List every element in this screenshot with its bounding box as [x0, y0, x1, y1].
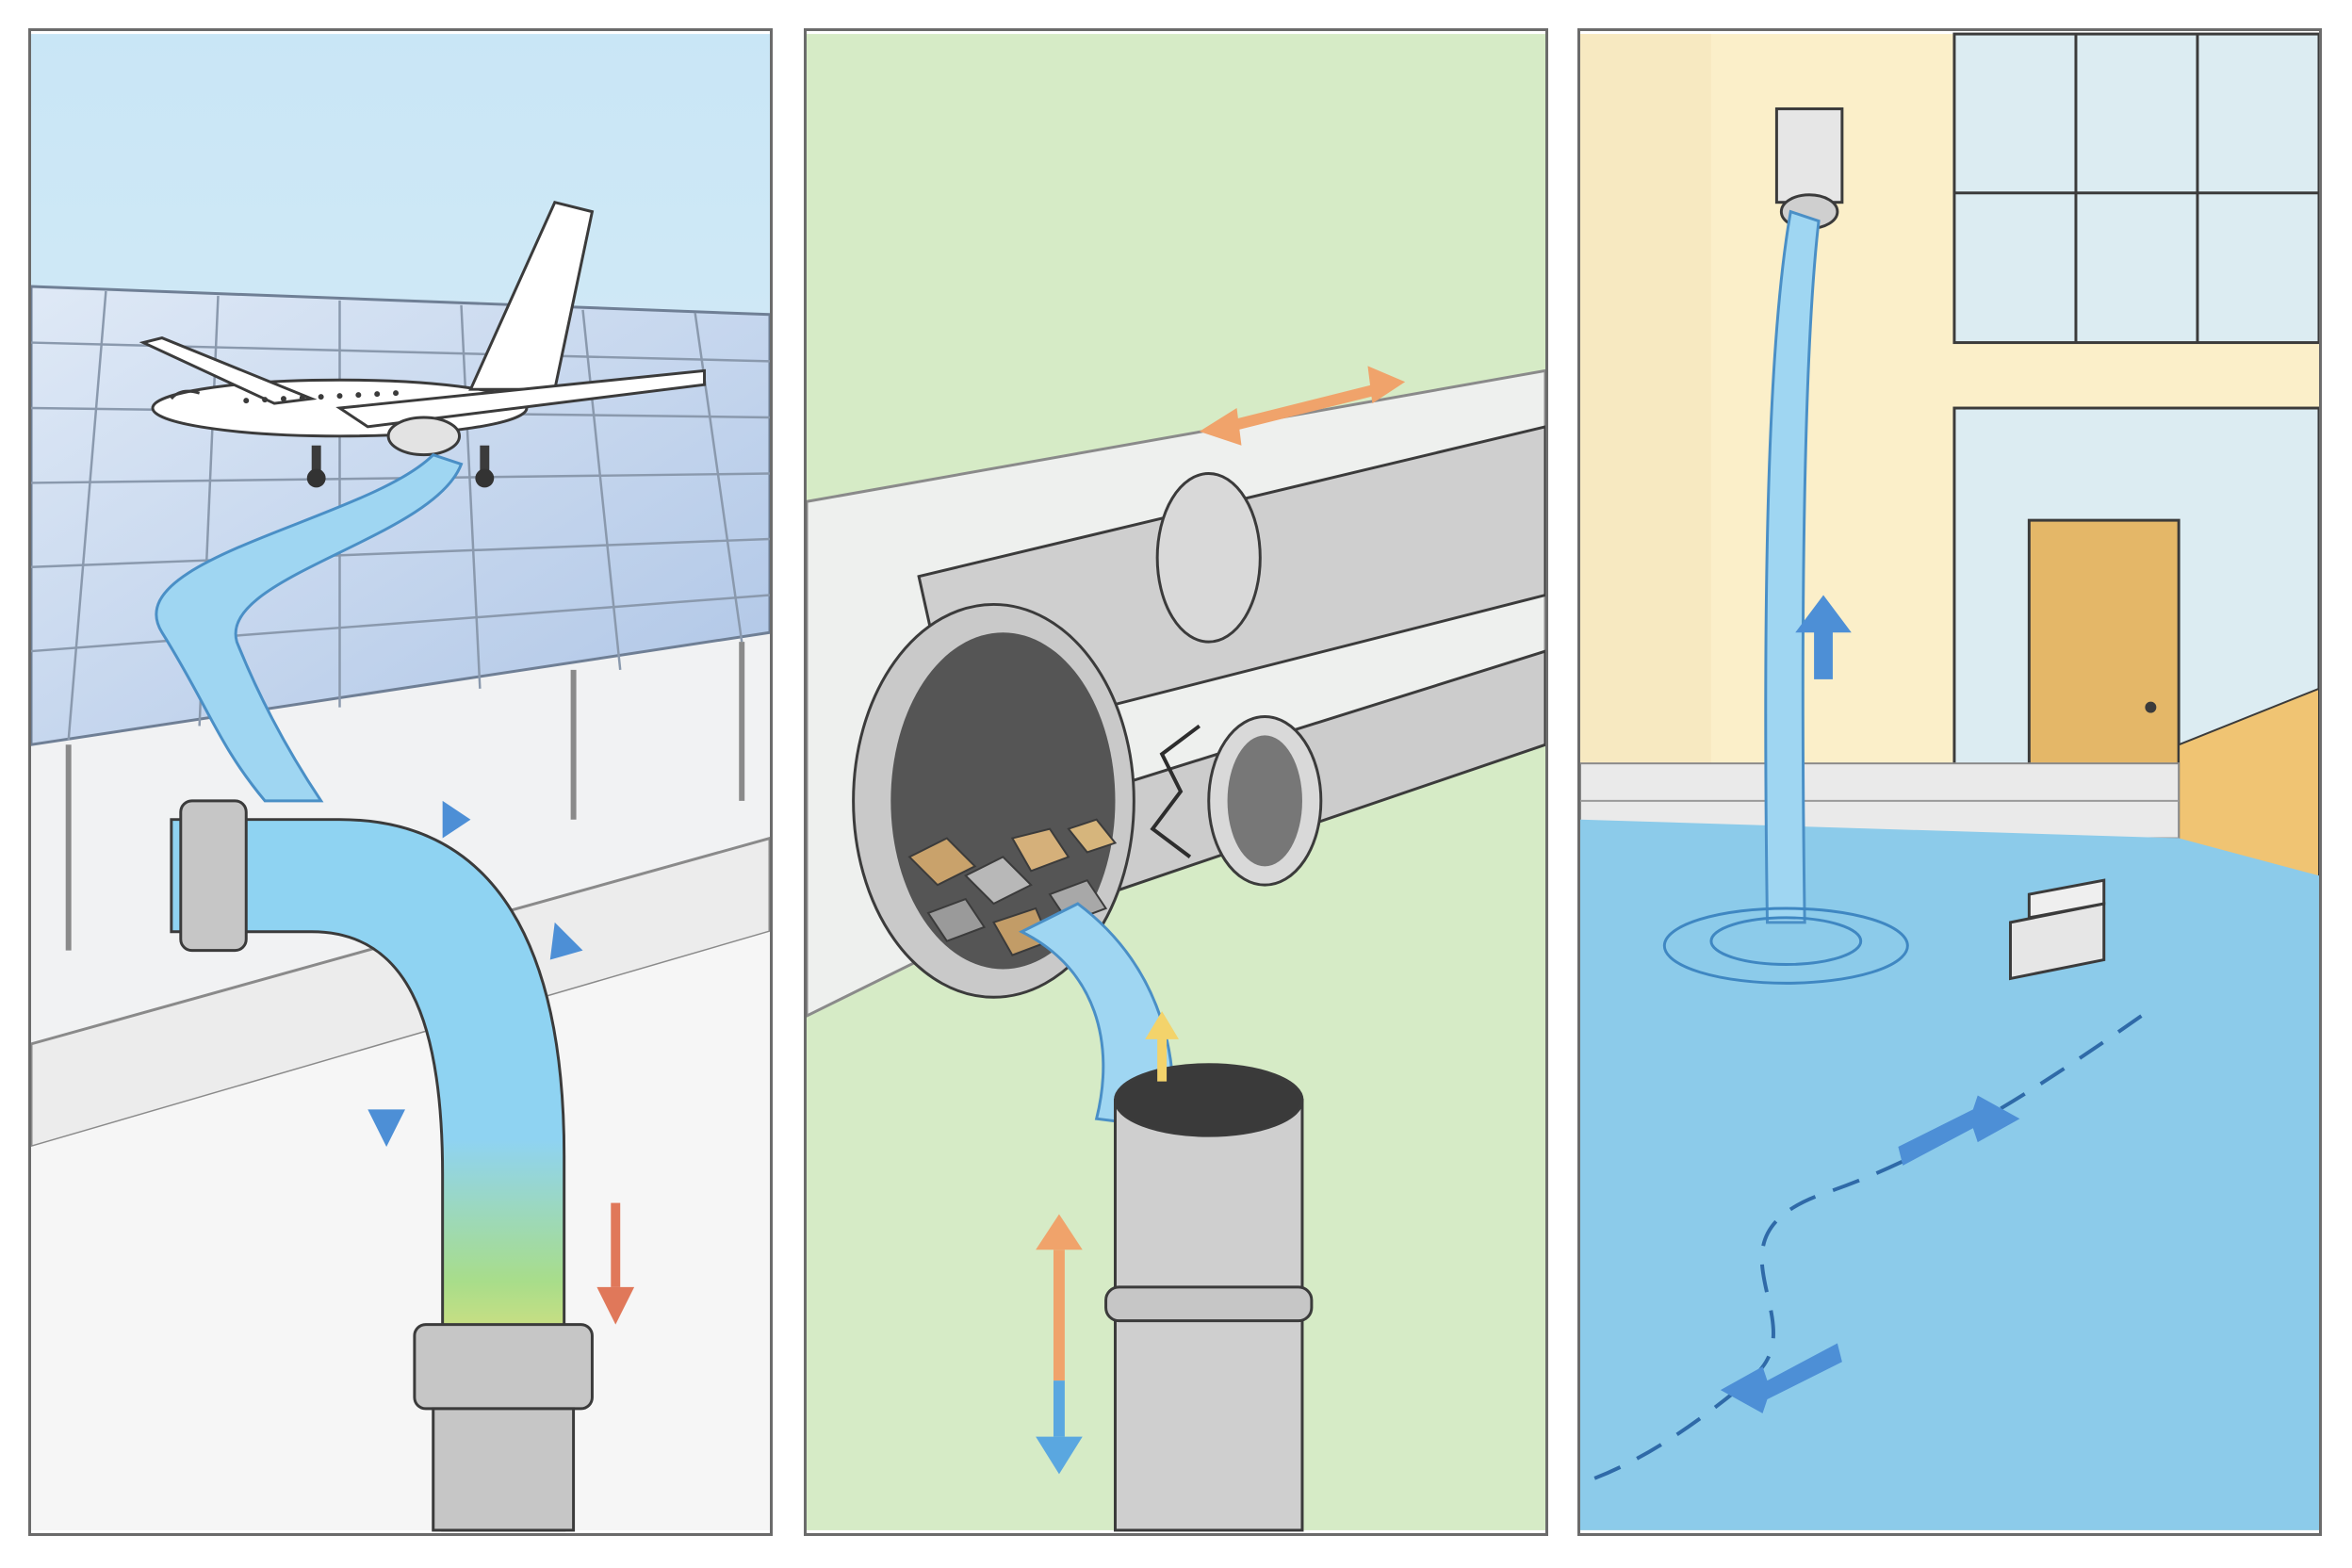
heat-arrow-icon	[596, 1202, 635, 1325]
vertical-pipe	[1104, 1063, 1314, 1532]
flow-path	[1580, 1014, 2143, 1486]
ledge	[31, 836, 770, 1149]
building-flood-panel	[1577, 28, 2322, 1536]
airport-runoff-panel	[28, 28, 773, 1536]
water-stream	[155, 452, 464, 803]
flooded-floor	[1580, 819, 2319, 1530]
building-flood-scene	[1580, 32, 2319, 1530]
flow-arrow-icon	[1720, 595, 2020, 1413]
vertical-double-arrow-icon	[1036, 1214, 1083, 1475]
left-wall	[1580, 34, 1711, 801]
broken-pipe-scene	[807, 34, 1545, 1532]
upper-windows	[1952, 32, 2319, 345]
drain-pipe	[170, 799, 594, 1532]
airport-runoff-scene	[31, 34, 770, 1532]
airplane-icon	[139, 200, 707, 488]
waterfall	[1764, 209, 1821, 924]
ripples	[1662, 906, 1909, 985]
broken-pipe-panel	[804, 28, 1548, 1536]
wall-outlet-spout	[1774, 106, 1844, 230]
deck-supports	[65, 642, 745, 951]
flow-arrow-icon	[368, 800, 583, 1148]
stairs	[2009, 878, 2106, 981]
up-arrow-icon	[1145, 1011, 1179, 1082]
runway-grid-lines	[31, 290, 770, 741]
double-arrow-icon	[1199, 366, 1406, 446]
